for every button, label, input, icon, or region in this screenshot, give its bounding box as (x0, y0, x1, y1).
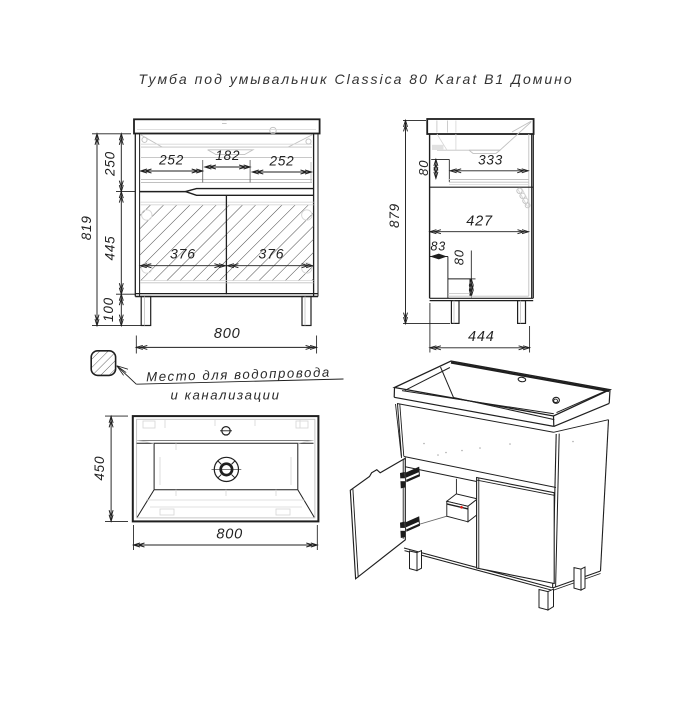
svg-text:Место для водопровода: Место для водопровода (146, 365, 331, 385)
svg-text:182: 182 (215, 148, 240, 163)
svg-text:100: 100 (101, 297, 116, 322)
svg-text:250: 250 (103, 151, 118, 177)
svg-text:80: 80 (416, 160, 431, 176)
svg-text:879: 879 (387, 203, 402, 228)
svg-text:427: 427 (466, 214, 493, 230)
svg-text:444: 444 (468, 329, 495, 345)
svg-text:376: 376 (170, 246, 196, 262)
svg-text:83: 83 (431, 240, 447, 254)
svg-text:800: 800 (216, 526, 243, 542)
svg-text:252: 252 (269, 154, 295, 169)
svg-text:800: 800 (214, 326, 241, 342)
svg-text:252: 252 (158, 152, 184, 167)
svg-text:376: 376 (259, 246, 285, 262)
svg-text:445: 445 (103, 236, 118, 261)
svg-text:и канализации: и канализации (170, 387, 280, 402)
svg-text:80: 80 (452, 249, 467, 265)
svg-text:450: 450 (92, 456, 107, 481)
svg-text:333: 333 (478, 152, 503, 167)
svg-text:Тумба под умывальник Classica: Тумба под умывальник Classica 80 Karat B… (138, 71, 573, 87)
svg-text:819: 819 (79, 215, 94, 240)
